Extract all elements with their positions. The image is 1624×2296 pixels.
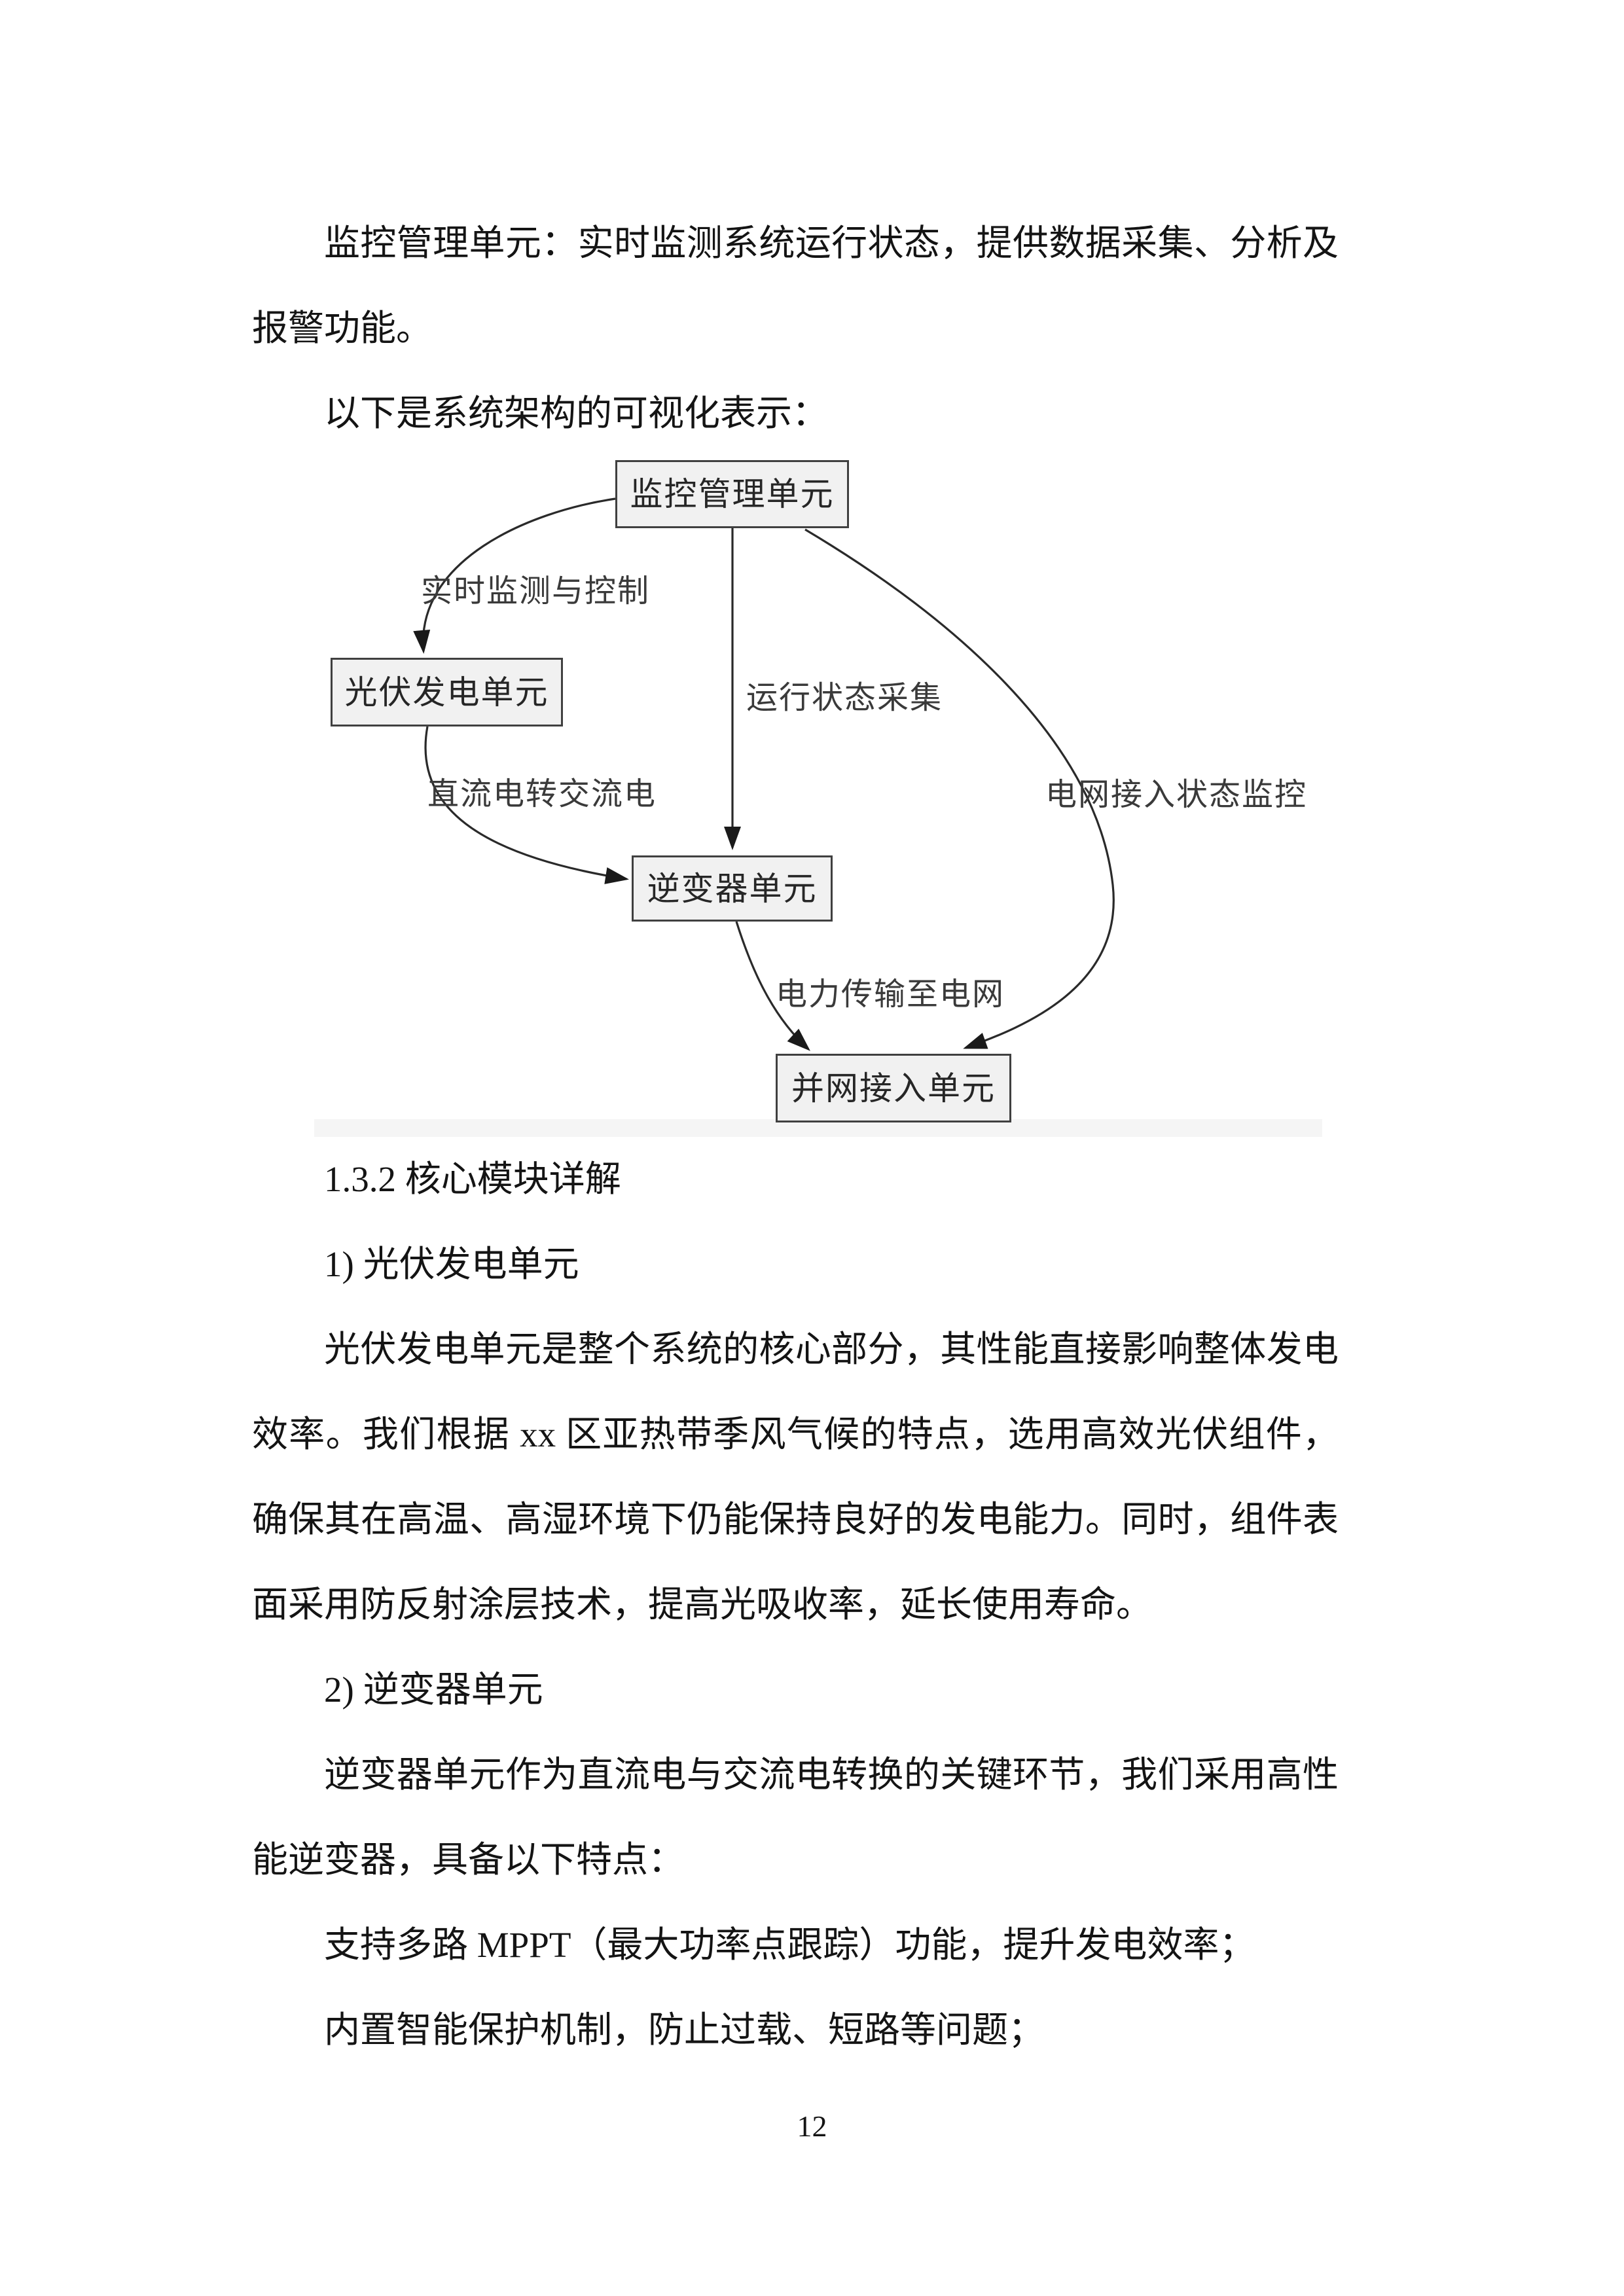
edge-label-power-to-grid: 电力传输至电网 (776, 977, 1005, 1012)
list-item-2-title: 2) 逆变器单元 (324, 1670, 543, 1710)
paragraph-monitor-unit: 监控管理单元：实时监测系统运行状态，提供数据采集、分析及报警功能。 (252, 223, 1339, 348)
edge-label-realtime-monitor-control: 实时监测与控制 (421, 574, 650, 609)
node-monitor-management-unit: 监控管理单元 (615, 460, 849, 528)
edge-label-dc-to-ac: 直流电转交流电 (427, 777, 657, 812)
heading-1-3-2: 1.3.2 核心模块详解 (324, 1159, 621, 1199)
paragraph-feature-mppt: 支持多路 MPPT（最大功率点跟踪）功能，提升发电效率； (324, 1925, 1255, 1965)
edge-monitor-to-pv (413, 497, 616, 654)
paragraph-pv-unit-detail: 光伏发电单元是整个系统的核心部分，其性能直接影响整体发电效率。我们根据 xx 区… (252, 1329, 1339, 1624)
edge-label-running-state-collect: 运行状态采集 (746, 681, 943, 715)
page-number: 12 (797, 2109, 827, 2143)
paragraph-intro-diagram: 以下是系统架构的可视化表示： (324, 393, 829, 433)
node-inverter-unit: 逆变器单元 (632, 855, 833, 922)
list-item-1-title: 1) 光伏发电单元 (324, 1244, 579, 1284)
edge-label-grid-access-monitor: 电网接入状态监控 (1045, 778, 1307, 812)
node-pv-generation-unit: 光伏发电单元 (331, 658, 563, 726)
page-content: 监控管理单元：实时监测系统运行状态，提供数据采集、分析及报警功能。 以下是系统架… (252, 201, 1339, 2073)
edge-pv-to-inverter (424, 726, 629, 884)
paragraph-inverter-detail: 逆变器单元作为直流电与交流电转换的关键环节，我们采用高性能逆变器，具备以下特点： (252, 1755, 1339, 1880)
system-architecture-diagram: 实时监测与控制 运行状态采集 直流电转交流电 电网接入状态监控 电力传输至电网 … (252, 456, 1339, 1137)
diagram-edges-layer: 实时监测与控制 运行状态采集 直流电转交流电 电网接入状态监控 电力传输至电网 (413, 497, 1307, 1051)
node-grid-access-unit: 并网接入单元 (776, 1054, 1011, 1122)
paragraph-feature-protection: 内置智能保护机制，防止过载、短路等问题； (324, 2010, 1045, 2050)
edge-monitor-to-grid (804, 528, 1115, 1049)
edge-inverter-to-grid (735, 921, 810, 1051)
